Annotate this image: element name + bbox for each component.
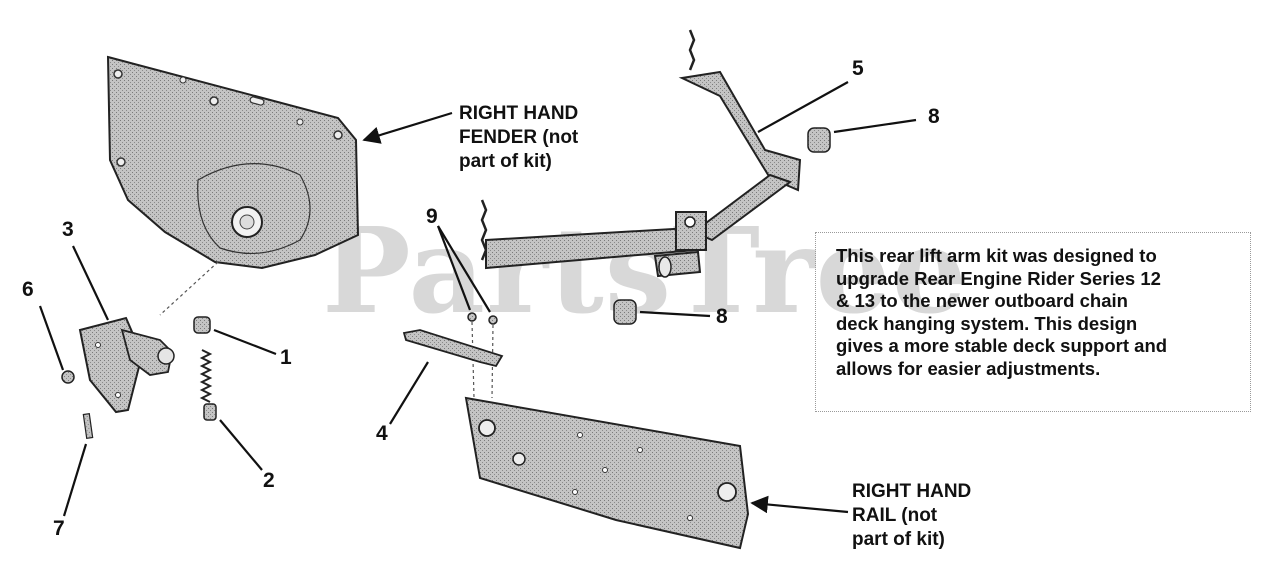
fender-label: RIGHT HAND FENDER (not part of kit) <box>459 103 579 172</box>
part-4-plate <box>402 329 504 368</box>
kit-description-note: This rear lift arm kit was designed to u… <box>815 232 1251 412</box>
part-1-bushing <box>193 316 211 334</box>
part-6-nut <box>61 370 75 384</box>
part-3-bracket <box>78 316 175 414</box>
callout-7: 7 <box>53 517 65 540</box>
callout-3: 3 <box>62 218 74 241</box>
callout-1: 1 <box>280 346 292 369</box>
rail-label: RIGHT HAND RAIL (not part of kit) <box>852 481 972 550</box>
leader-lines <box>38 81 917 517</box>
callout-2: 2 <box>263 469 275 492</box>
part-8-bushing-lower <box>613 299 637 325</box>
callout-8-upper: 8 <box>928 105 940 128</box>
part-7-pin <box>82 413 94 439</box>
part-8-bushing-upper <box>807 127 831 153</box>
part-2-spring <box>199 349 217 421</box>
right-hand-fender <box>106 55 360 270</box>
callout-9: 9 <box>426 205 438 228</box>
right-hand-rail <box>464 396 750 550</box>
callout-4: 4 <box>376 422 388 445</box>
callout-5: 5 <box>852 57 864 80</box>
callout-8-lower: 8 <box>716 305 728 328</box>
part-5-lift-arm <box>480 29 802 278</box>
callout-6: 6 <box>22 278 34 301</box>
